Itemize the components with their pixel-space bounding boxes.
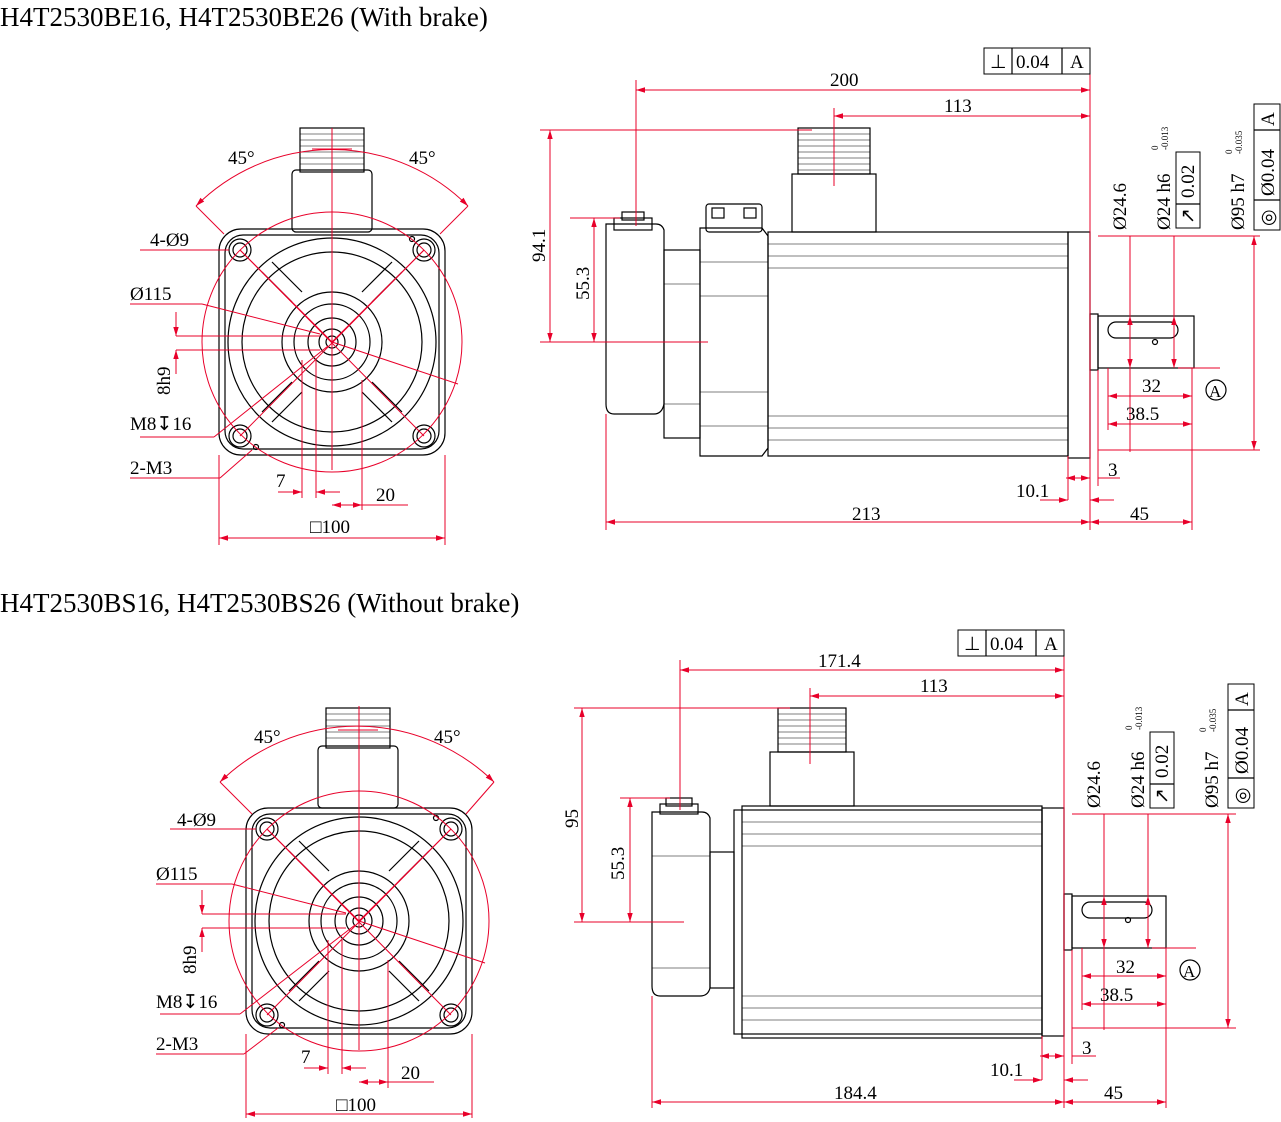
- pcd-label: Ø115: [156, 864, 198, 885]
- perp-symbol: ⊥: [964, 634, 981, 655]
- spigot-tol-low: -0.035: [1208, 708, 1218, 732]
- dim-10-1: 10.1: [990, 1060, 1023, 1081]
- angle-label-left: 45°: [254, 727, 281, 748]
- dim-20: 20: [376, 485, 395, 506]
- conc-datum: A: [1258, 112, 1279, 126]
- dim-shoulder-dia: Ø24.6: [1084, 761, 1105, 808]
- dim-total-height: 95: [562, 809, 583, 828]
- holes-label: 4-Ø9: [150, 230, 189, 251]
- dim-total-length: 200: [830, 70, 859, 91]
- runout-symbol: ↗: [1152, 788, 1173, 804]
- dim-body-length: 184.4: [834, 1083, 877, 1104]
- dim-20: 20: [401, 1063, 420, 1084]
- dim-shaft-inner: 38.5: [1100, 985, 1133, 1006]
- dim-shoulder-dia: Ø24.6: [1110, 183, 1131, 230]
- tap-label: M8↧16: [156, 992, 217, 1013]
- variant-title-brake: H4T2530BE16, H4T2530BE26 (With brake): [0, 2, 488, 32]
- spigot-tol-low: -0.035: [1234, 130, 1244, 154]
- dim-shaft-length: 45: [1130, 504, 1149, 525]
- datum-a-marker: A: [1209, 382, 1222, 401]
- perp-datum: A: [1070, 52, 1084, 73]
- shaft-tol-low: -0.013: [1160, 126, 1170, 150]
- dim-key-length: 32: [1142, 376, 1161, 397]
- dim-shaft-dia: Ø24 h6: [1154, 174, 1175, 230]
- conc-symbol: ◎: [1258, 209, 1279, 226]
- spigot-tol-up: 0: [1224, 149, 1234, 154]
- conc-datum: A: [1232, 692, 1253, 706]
- angle-label-left: 45°: [228, 148, 255, 169]
- runout-value: 0.02: [1178, 165, 1199, 198]
- shaft-tol-up: 0: [1150, 145, 1160, 150]
- small-holes-label: 2-M3: [130, 458, 172, 479]
- dim-key-length: 32: [1116, 957, 1135, 978]
- dim-total-height: 94.1: [529, 229, 550, 262]
- perp-value: 0.04: [990, 634, 1024, 655]
- flange-size-label: □100: [336, 1095, 376, 1116]
- dim-total-length: 171.4: [818, 651, 861, 672]
- runout-value: 0.02: [1152, 745, 1173, 778]
- holes-label: 4-Ø9: [177, 810, 216, 831]
- dim-connector-offset: 113: [920, 676, 948, 697]
- flange-size-label: □100: [310, 517, 350, 538]
- front-view-no-brake: 45° 45° 4-Ø9 Ø115 8h9 M8↧16 2-M3 7 20 □1…: [156, 706, 495, 1118]
- angle-label-right: 45°: [434, 727, 461, 748]
- dim-encoder-height: 55.3: [573, 267, 594, 300]
- side-view-brake: ⊥ 0.04 A 200 113 94.1 55.3 Ø24.6 Ø24 h6 …: [529, 47, 1281, 530]
- perp-value: 0.04: [1016, 52, 1050, 73]
- dim-7: 7: [276, 471, 286, 492]
- key-width-label: 8h9: [180, 946, 201, 975]
- dim-body-length: 213: [852, 504, 881, 525]
- dim-shaft-inner: 38.5: [1126, 404, 1159, 425]
- dim-connector-offset: 113: [944, 96, 972, 117]
- spigot-tol-up: 0: [1198, 727, 1208, 732]
- angle-label-right: 45°: [409, 148, 436, 169]
- shaft-tol-low: -0.013: [1134, 706, 1144, 730]
- perp-symbol: ⊥: [990, 52, 1007, 73]
- dim-spigot-dia: Ø95 h7: [1202, 752, 1223, 808]
- front-view-brake: 45° 45° 4-Ø9 Ø115 8h9 M8↧16 2-M3 7 20 □1…: [130, 127, 469, 545]
- runout-symbol: ↗: [1178, 208, 1199, 224]
- datum-a-marker: A: [1183, 962, 1196, 981]
- conc-value: Ø0.04: [1232, 727, 1253, 774]
- dim-shaft-length: 45: [1104, 1083, 1123, 1104]
- small-holes-label: 2-M3: [156, 1034, 198, 1055]
- pcd-label: Ø115: [130, 284, 172, 305]
- variant-title-no-brake: H4T2530BS16, H4T2530BS26 (Without brake): [0, 588, 520, 618]
- dim-10-1: 10.1: [1016, 481, 1049, 502]
- dim-3: 3: [1082, 1038, 1092, 1059]
- key-width-label: 8h9: [154, 367, 175, 396]
- dim-3: 3: [1108, 460, 1118, 481]
- dim-shaft-dia: Ø24 h6: [1128, 752, 1149, 808]
- dim-7: 7: [301, 1047, 311, 1068]
- conc-symbol: ◎: [1232, 787, 1253, 804]
- shaft-tol-up: 0: [1124, 725, 1134, 730]
- perp-datum: A: [1044, 634, 1058, 655]
- side-view-no-brake: ⊥ 0.04 A 171.4 113 95 55.3 Ø24.6 Ø24 h6 …: [562, 629, 1255, 1108]
- conc-value: Ø0.04: [1258, 149, 1279, 196]
- tap-label: M8↧16: [130, 414, 191, 435]
- dim-encoder-height: 55.3: [608, 847, 629, 880]
- dim-spigot-dia: Ø95 h7: [1228, 174, 1249, 230]
